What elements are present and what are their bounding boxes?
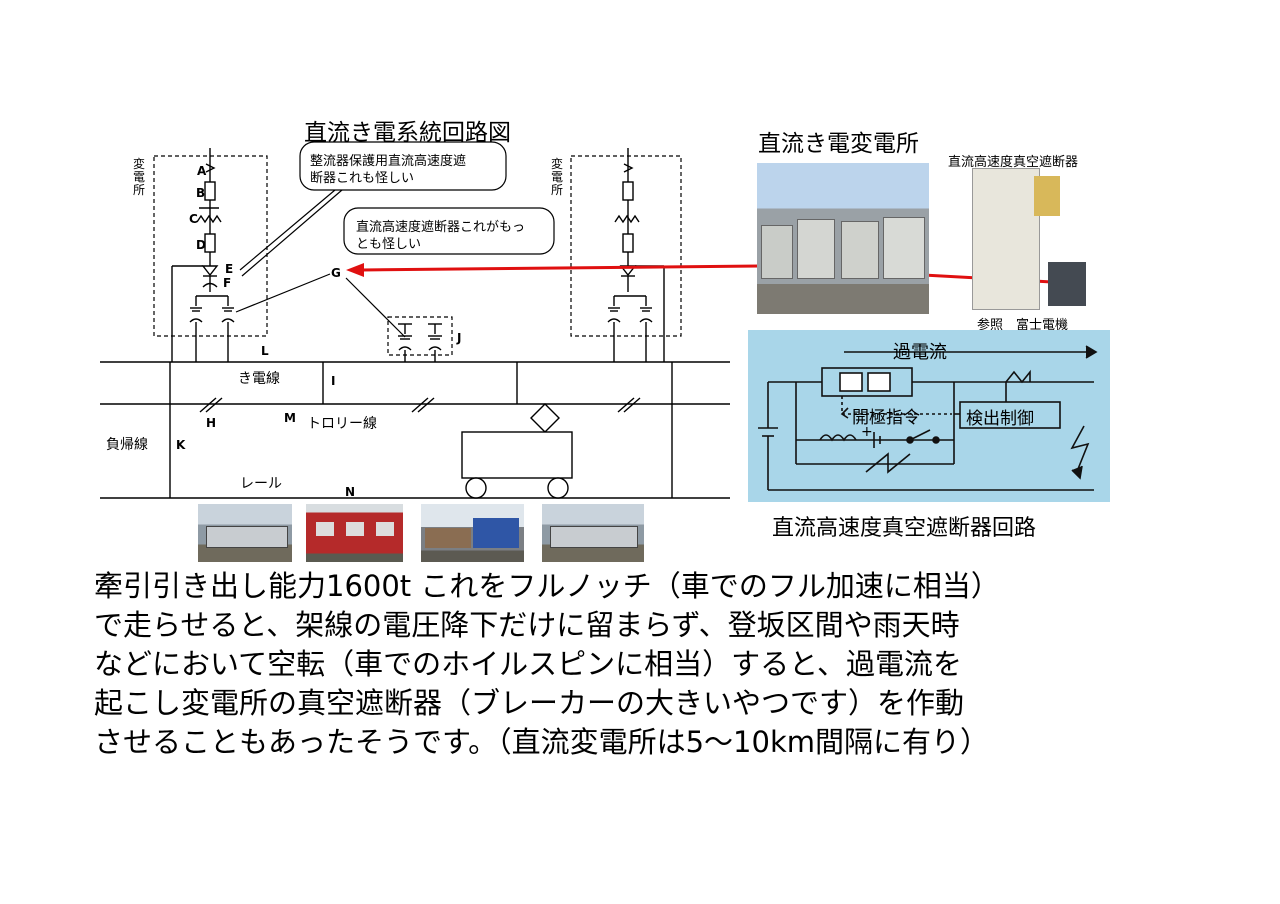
label-h: H — [206, 416, 217, 430]
body-line-2: で走らせると、架線の電圧降下だけに留まらず、登坂区間や雨天時 — [94, 608, 960, 642]
detect-control-label: 検出制御 — [966, 409, 1034, 429]
right-substation-label: 変電所 — [551, 157, 564, 197]
trolley-wire-label: トロリー線 — [307, 416, 377, 432]
label-b: B — [196, 186, 206, 200]
callout-top-line-1: 整流器保護用直流高速度遮 — [310, 154, 467, 169]
train-photo-2 — [306, 504, 403, 562]
left-substation-label: 変電所 — [133, 157, 146, 197]
train-car-symbol — [461, 403, 573, 499]
substation-photo-title: 直流き電変電所 — [758, 131, 919, 157]
open-command-label: 開極指令 — [852, 408, 920, 428]
train-photo-4 — [542, 504, 644, 562]
breaker-circuit-caption: 直流高速度真空遮断器回路 — [772, 516, 1037, 541]
train-photo-3 — [421, 504, 524, 562]
callouts — [235, 141, 555, 338]
body-line-1: 牽引引き出し能力1600t これをフルノッチ（車でのフル加速に相当） — [94, 569, 1000, 603]
label-k: K — [176, 438, 186, 452]
rail-label: レール — [240, 476, 282, 492]
label-l: L — [261, 344, 269, 358]
left-substation-box — [153, 155, 268, 337]
body-line-5: させることもあったそうです。（直流変電所は5〜10km間隔に有り） — [94, 725, 989, 759]
breaker-photo-title: 直流高速度真空遮断器 — [948, 155, 1079, 170]
substation-photo — [757, 163, 929, 314]
label-d: D — [196, 238, 206, 252]
sectioning-post-box — [387, 316, 453, 356]
return-line-label: 負帰線 — [106, 437, 148, 453]
body-line-3: などにおいて空転（車でのホイルスピンに相当）すると、過電流を — [94, 647, 962, 681]
label-e: E — [225, 262, 234, 276]
callout-top-line-2: 断器これも怪しい — [310, 171, 415, 186]
body-line-4: 起こし変電所の真空遮断器（ブレーカーの大きいやつです）を作動 — [94, 686, 965, 720]
label-a: A — [197, 164, 207, 178]
feeder-lines — [100, 361, 730, 499]
right-substation-box — [570, 155, 682, 337]
diagram-title: 直流き電系統回路図 — [304, 120, 511, 146]
label-n: N — [345, 485, 356, 499]
sectioning-post-breakers — [398, 323, 442, 362]
red-arrow — [346, 263, 1053, 284]
breaker-circuit-diagram — [758, 345, 1098, 491]
label-c: C — [189, 212, 198, 226]
right-substation-equipment — [607, 148, 665, 362]
left-substation-equipment — [171, 148, 235, 362]
label-i: I — [331, 374, 336, 388]
callout-mid-line-1: 直流高速度遮断器これがもっ — [356, 220, 526, 235]
overcurrent-label: 過電流 — [893, 342, 947, 363]
breaker-photo — [958, 166, 1086, 312]
label-j: J — [457, 331, 462, 345]
feeder-line-label: き電線 — [238, 371, 280, 387]
photo-credit: 参照 富士電機 — [977, 318, 1069, 333]
label-g: G — [331, 266, 341, 280]
plus-sign: + — [861, 424, 873, 440]
body-text: 牽引引き出し能力1600t これをフルノッチ（車でのフル加速に相当） で走らせる… — [94, 567, 1244, 762]
label-m: M — [284, 411, 296, 425]
train-photo-1 — [198, 504, 292, 562]
label-f: F — [223, 276, 232, 290]
callout-mid-line-2: とも怪しい — [356, 237, 422, 252]
